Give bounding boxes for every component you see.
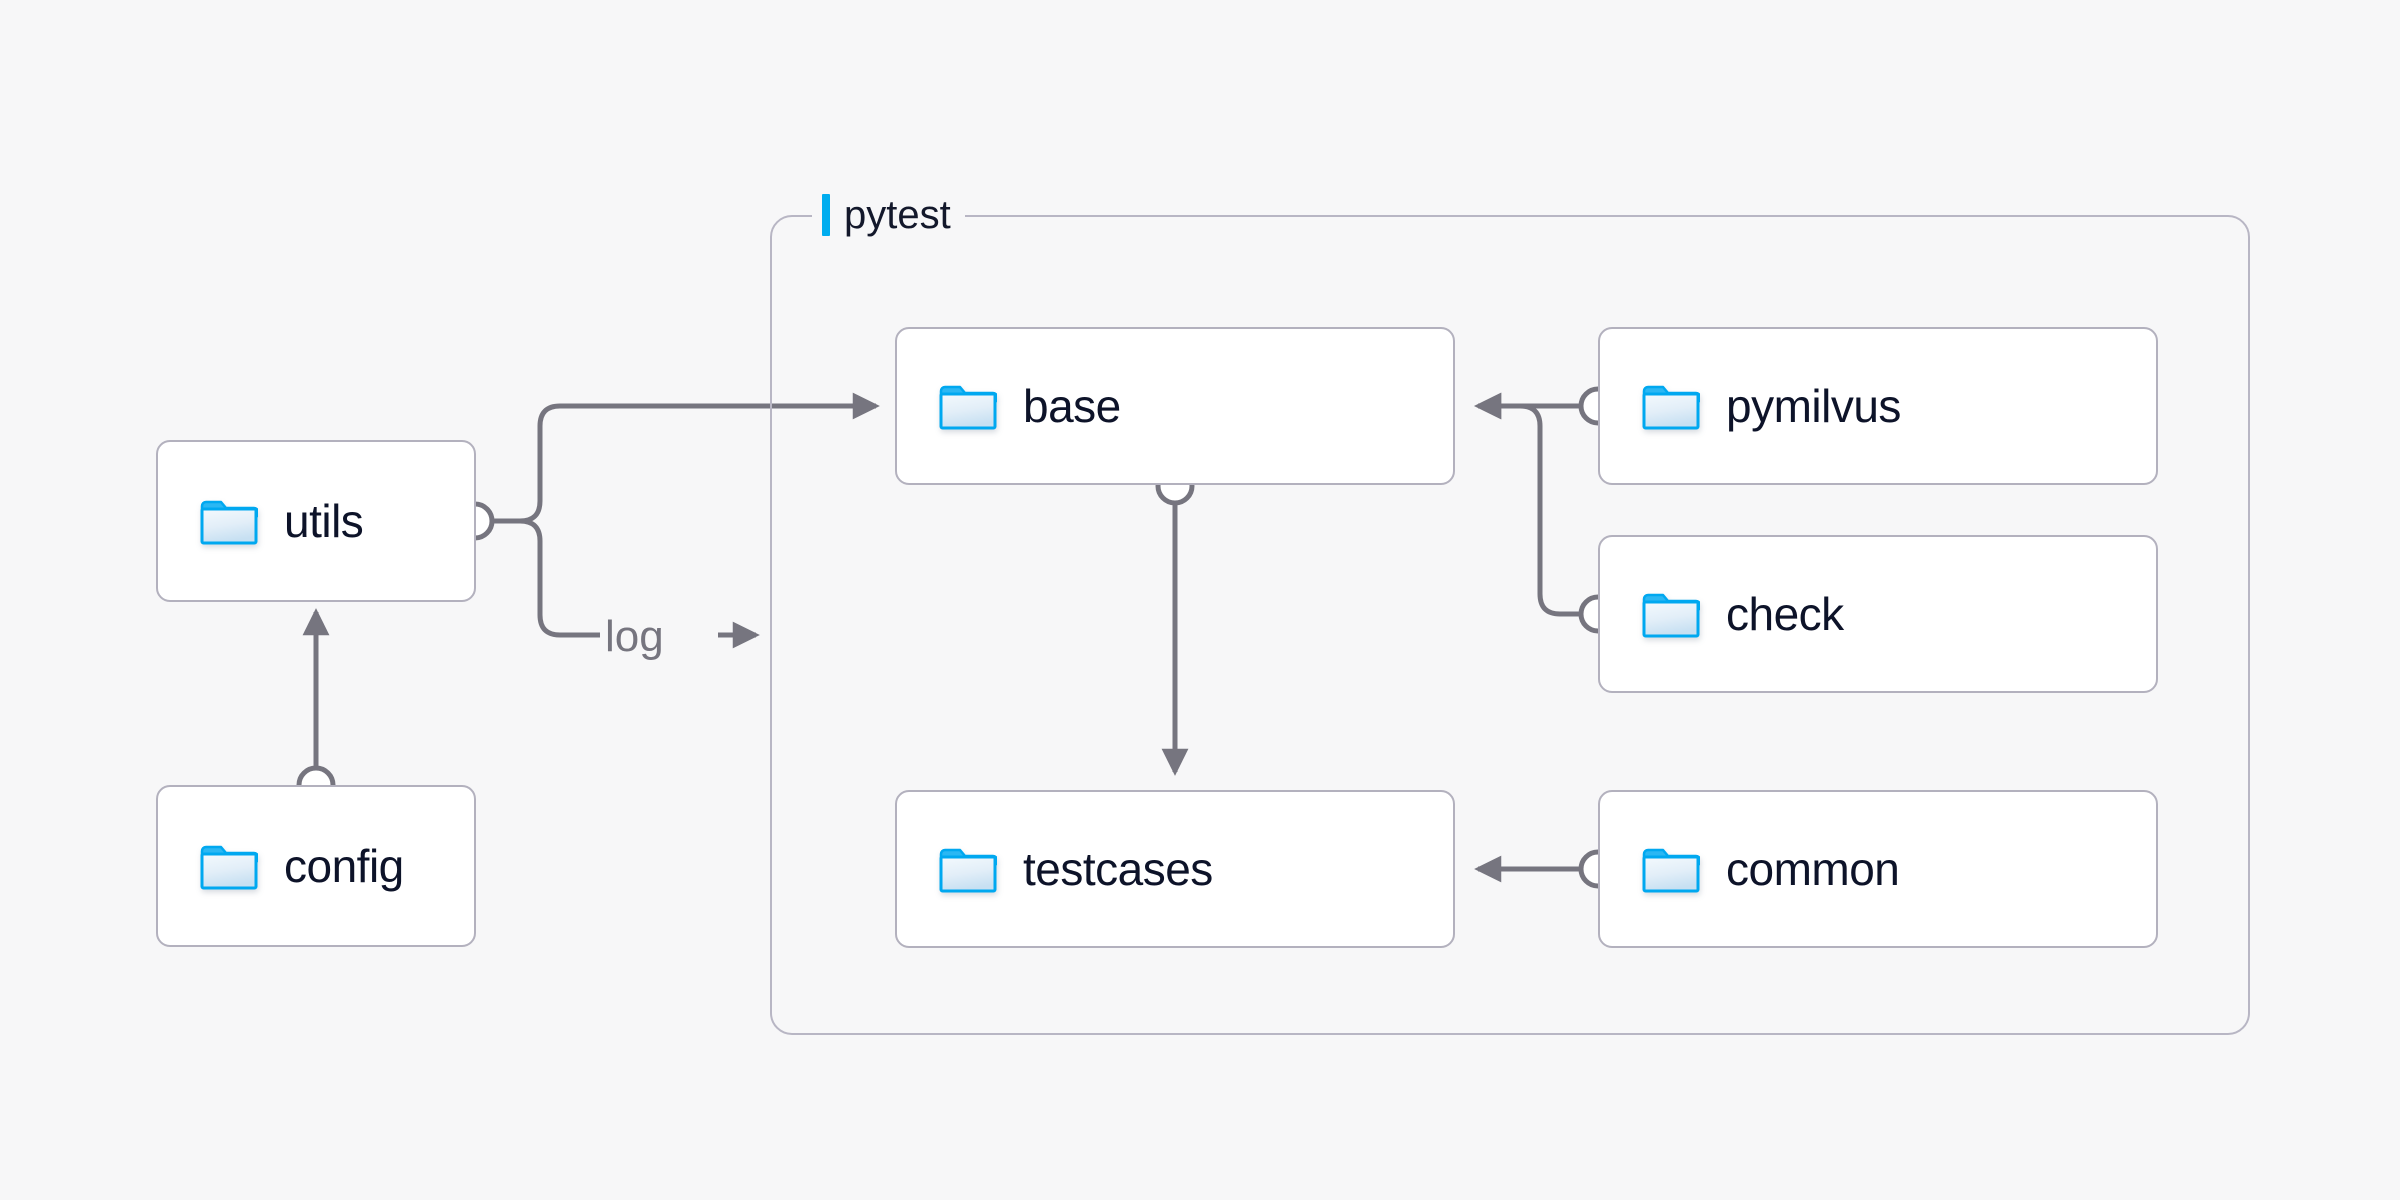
node-testcases[interactable]: testcases [895, 790, 1455, 948]
node-base[interactable]: base [895, 327, 1455, 485]
folder-icon [1642, 590, 1702, 638]
group-title: pytest [844, 193, 951, 237]
node-config[interactable]: config [156, 785, 476, 947]
folder-icon [1642, 382, 1702, 430]
node-label: config [284, 840, 404, 892]
node-label: common [1726, 843, 1900, 895]
edge-config-to-utils [296, 608, 336, 805]
edge-label-log: log [605, 612, 664, 661]
node-label: testcases [1023, 843, 1213, 895]
node-common[interactable]: common [1598, 790, 2158, 948]
group-accent-bar-icon [822, 194, 830, 236]
node-label: pymilvus [1726, 380, 1901, 432]
folder-icon [200, 497, 260, 545]
node-check[interactable]: check [1598, 535, 2158, 693]
group-container-pytest[interactable] [770, 215, 2250, 1035]
node-utils[interactable]: utils [156, 440, 476, 602]
folder-icon [939, 382, 999, 430]
node-label: check [1726, 588, 1844, 640]
folder-icon [939, 845, 999, 893]
folder-icon [1642, 845, 1702, 893]
node-label: base [1023, 380, 1121, 432]
node-label: utils [284, 495, 364, 547]
node-pymilvus[interactable]: pymilvus [1598, 327, 2158, 485]
group-label-pytest[interactable]: pytest [812, 189, 965, 241]
folder-icon [200, 842, 260, 890]
